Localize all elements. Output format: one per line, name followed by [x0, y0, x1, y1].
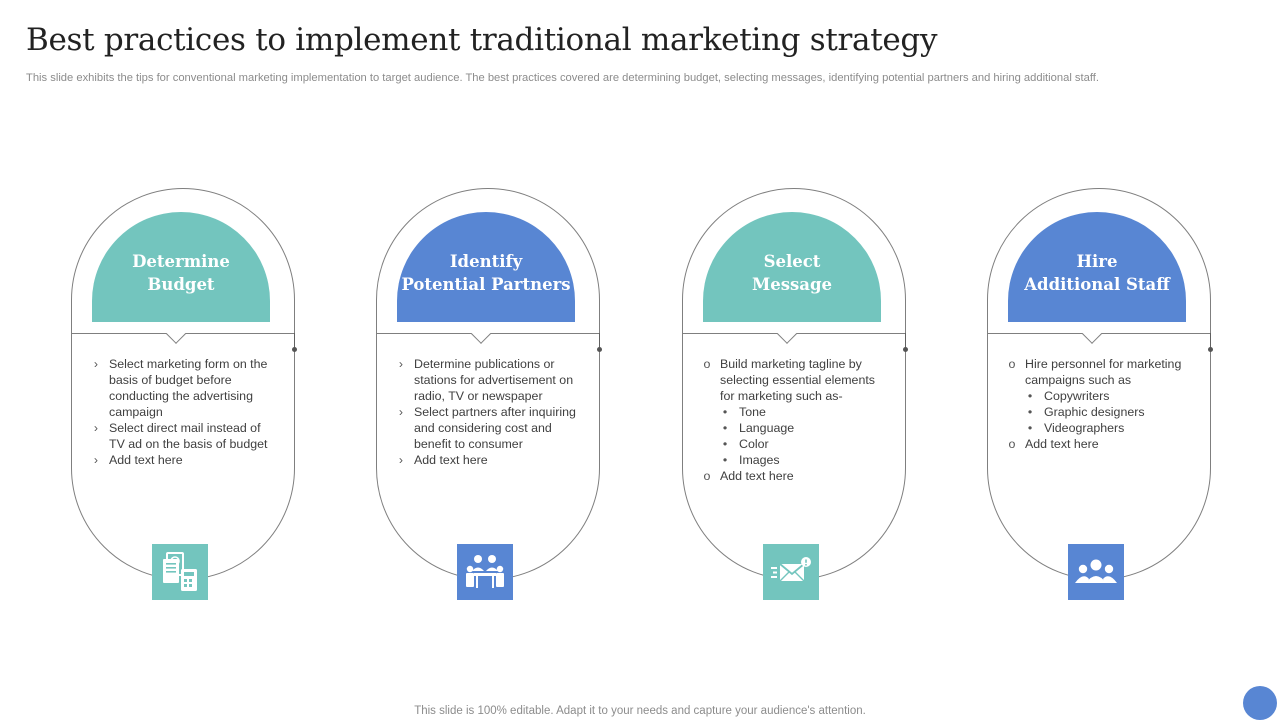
card-header-dome: Hire Additional Staff	[1008, 212, 1186, 322]
list-item: ›Add text here	[398, 453, 488, 467]
slide-footer: This slide is 100% editable. Adapt it to…	[414, 705, 866, 717]
card-heading: Select Message	[751, 252, 833, 294]
divider-connector	[1206, 333, 1216, 353]
card-body: ›Determine publications or stations for …	[394, 356, 584, 468]
divider-connector	[595, 333, 605, 353]
card-determine-budget: Determine Budget ›Select marketing form …	[71, 188, 297, 600]
list-item: ›Select direct mail instead of TV ad on …	[93, 421, 268, 451]
sub-list-item: •Images	[722, 453, 780, 467]
slide-subtitle: This slide exhibits the tips for convent…	[26, 72, 1099, 84]
card-header-dome: Determine Budget	[92, 212, 270, 322]
card-heading: Identify Potential Partners	[401, 252, 571, 294]
sub-list-item: •Graphic designers	[1027, 405, 1145, 419]
list-item: ›Add text here	[93, 453, 183, 467]
list-item: ›Select marketing form on the basis of b…	[93, 357, 268, 419]
team-group-icon	[1068, 544, 1124, 600]
slide-title: Best practices to implement traditional …	[26, 22, 938, 58]
sub-list-item: •Color	[722, 437, 769, 451]
card-body: ›Select marketing form on the basis of b…	[89, 356, 279, 468]
card-identify-potential-partners: Identify Potential Partners ›Determine p…	[376, 188, 602, 600]
envelope-icon	[763, 544, 819, 600]
sub-list-item: •Language	[722, 421, 795, 435]
sub-list-item: •Videographers	[1027, 421, 1125, 435]
sub-list-item: •Copywriters	[1027, 389, 1110, 403]
divider-connector	[290, 333, 300, 353]
corner-circle-decoration	[1243, 686, 1277, 720]
meeting-table-icon	[457, 544, 513, 600]
sub-list-item: •Tone	[722, 405, 766, 419]
list-item: ›Select partners after inquiring and con…	[398, 405, 576, 451]
card-heading: Hire Additional Staff	[1024, 252, 1170, 294]
list-item: ›Determine publications or stations for …	[398, 357, 574, 403]
divider-connector	[901, 333, 911, 353]
card-heading: Determine Budget	[132, 252, 230, 294]
budget-calculator-icon	[152, 544, 208, 600]
